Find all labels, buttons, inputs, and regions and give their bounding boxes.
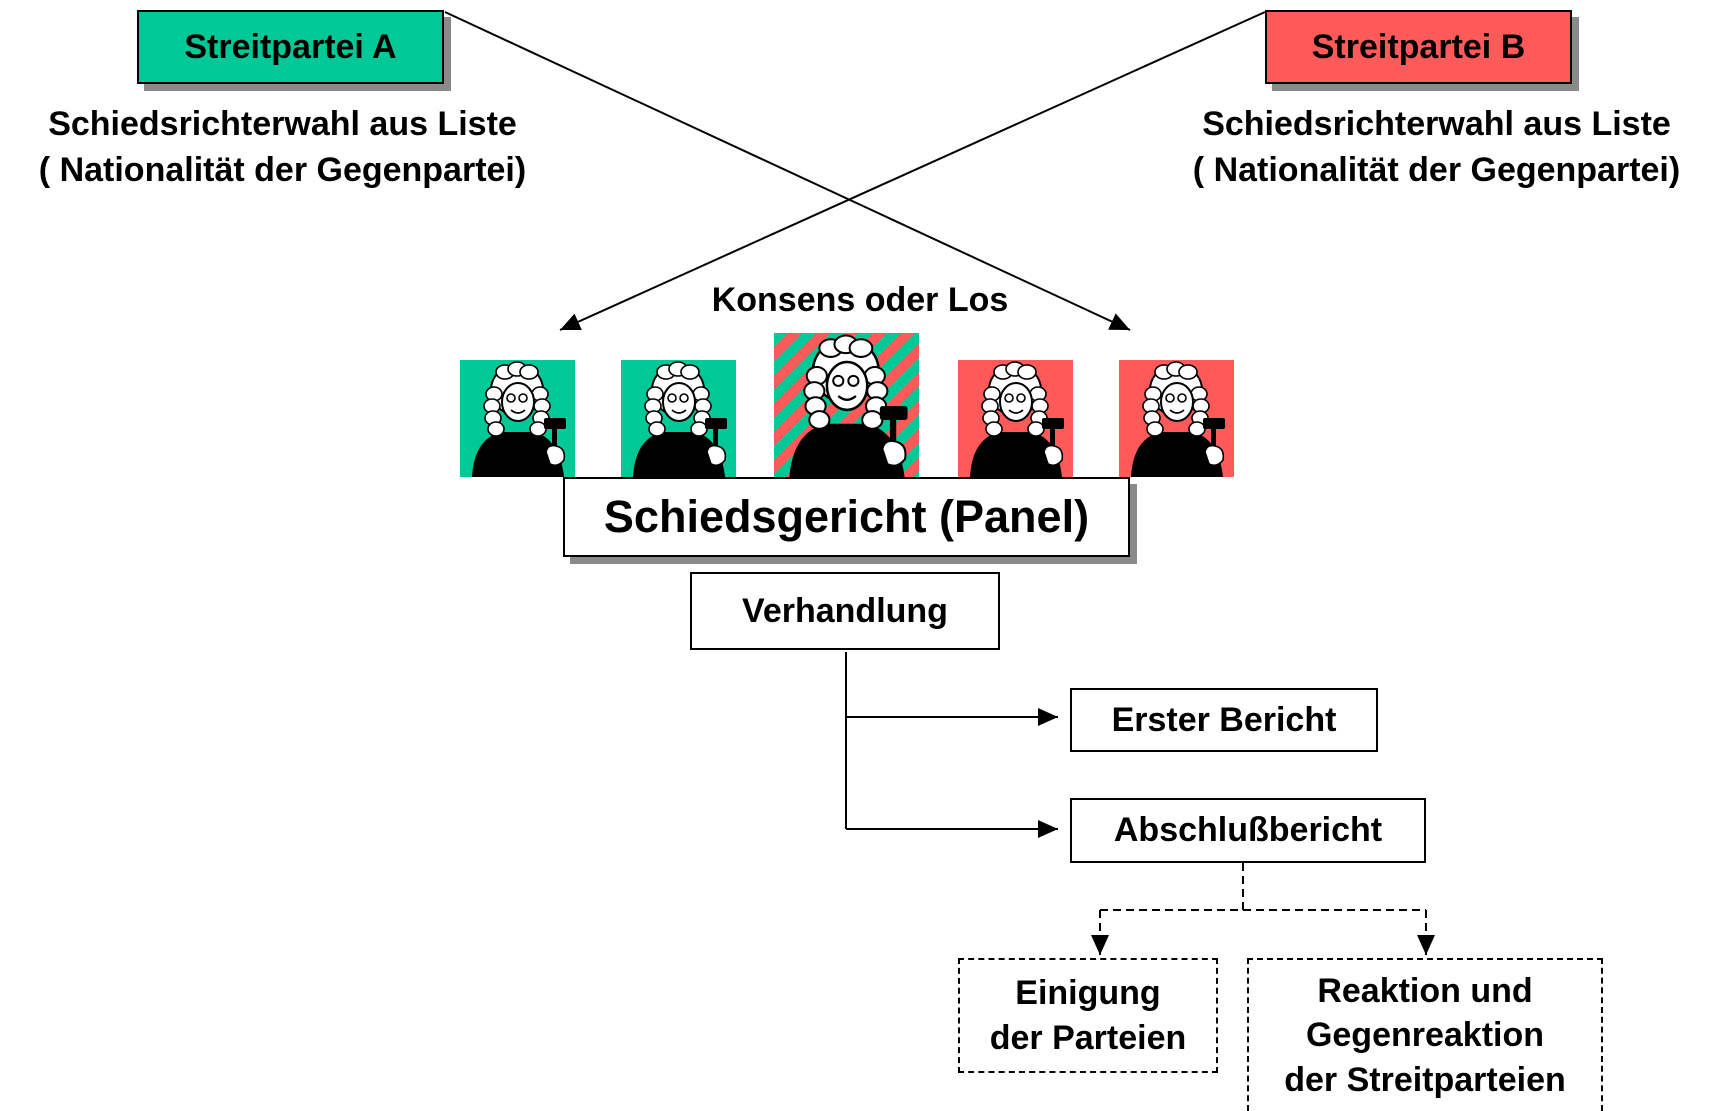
party-b-box: Streitpartei B xyxy=(1265,10,1572,84)
final-report-label: Abschlußbericht xyxy=(1113,811,1383,849)
agreement-box: Einigung der Parteien xyxy=(958,958,1218,1073)
reaction-line2: Gegenreaktion xyxy=(1305,1016,1545,1055)
negotiation-box: Verhandlung xyxy=(690,572,1000,650)
judge-icon xyxy=(621,360,736,477)
panel-box: Schiedsgericht (Panel) xyxy=(563,477,1130,557)
judge-icon xyxy=(460,360,575,477)
party-b-label: Streitpartei B xyxy=(1311,27,1526,66)
judge-icon xyxy=(958,360,1073,477)
party-a-label: Streitpartei A xyxy=(184,27,397,66)
judge-icon xyxy=(1119,360,1234,477)
final-report-box: Abschlußbericht xyxy=(1070,798,1426,863)
party-b-selection-line2: ( Nationalität der Gegenpartei) xyxy=(1192,150,1681,189)
agreement-line2: der Parteien xyxy=(989,1018,1187,1057)
party-b-selection-line1: Schiedsrichterwahl aus Liste xyxy=(1202,105,1671,143)
first-report-box: Erster Bericht xyxy=(1070,688,1378,752)
first-report-label: Erster Bericht xyxy=(1111,700,1337,739)
line-party-b-to-panel xyxy=(559,11,1266,331)
agreement-line1: Einigung xyxy=(1015,974,1161,1013)
party-a-box: Streitpartei A xyxy=(137,10,444,84)
line-final-report-branches xyxy=(1100,863,1426,911)
panel-label: Schiedsgericht (Panel) xyxy=(603,491,1090,542)
reaction-line1: Reaktion und xyxy=(1317,972,1533,1011)
negotiation-label: Verhandlung xyxy=(742,591,948,630)
party-a-selection-line2: ( Nationalität der Gegenpartei) xyxy=(38,150,527,189)
party-b-selection-text: Schiedsrichterwahl aus Liste ( Nationali… xyxy=(1160,102,1713,194)
consensus-label: Konsens oder Los xyxy=(711,281,1009,319)
reaction-line3: der Streitparteien xyxy=(1284,1060,1566,1099)
judge-icon xyxy=(774,333,919,481)
party-a-selection-line1: Schiedsrichterwahl aus Liste xyxy=(48,105,517,143)
reaction-box: Reaktion und Gegenreaktion der Streitpar… xyxy=(1247,958,1603,1111)
party-a-selection-text: Schiedsrichterwahl aus Liste ( Nationali… xyxy=(0,102,565,194)
line-party-a-to-panel xyxy=(444,11,1131,331)
